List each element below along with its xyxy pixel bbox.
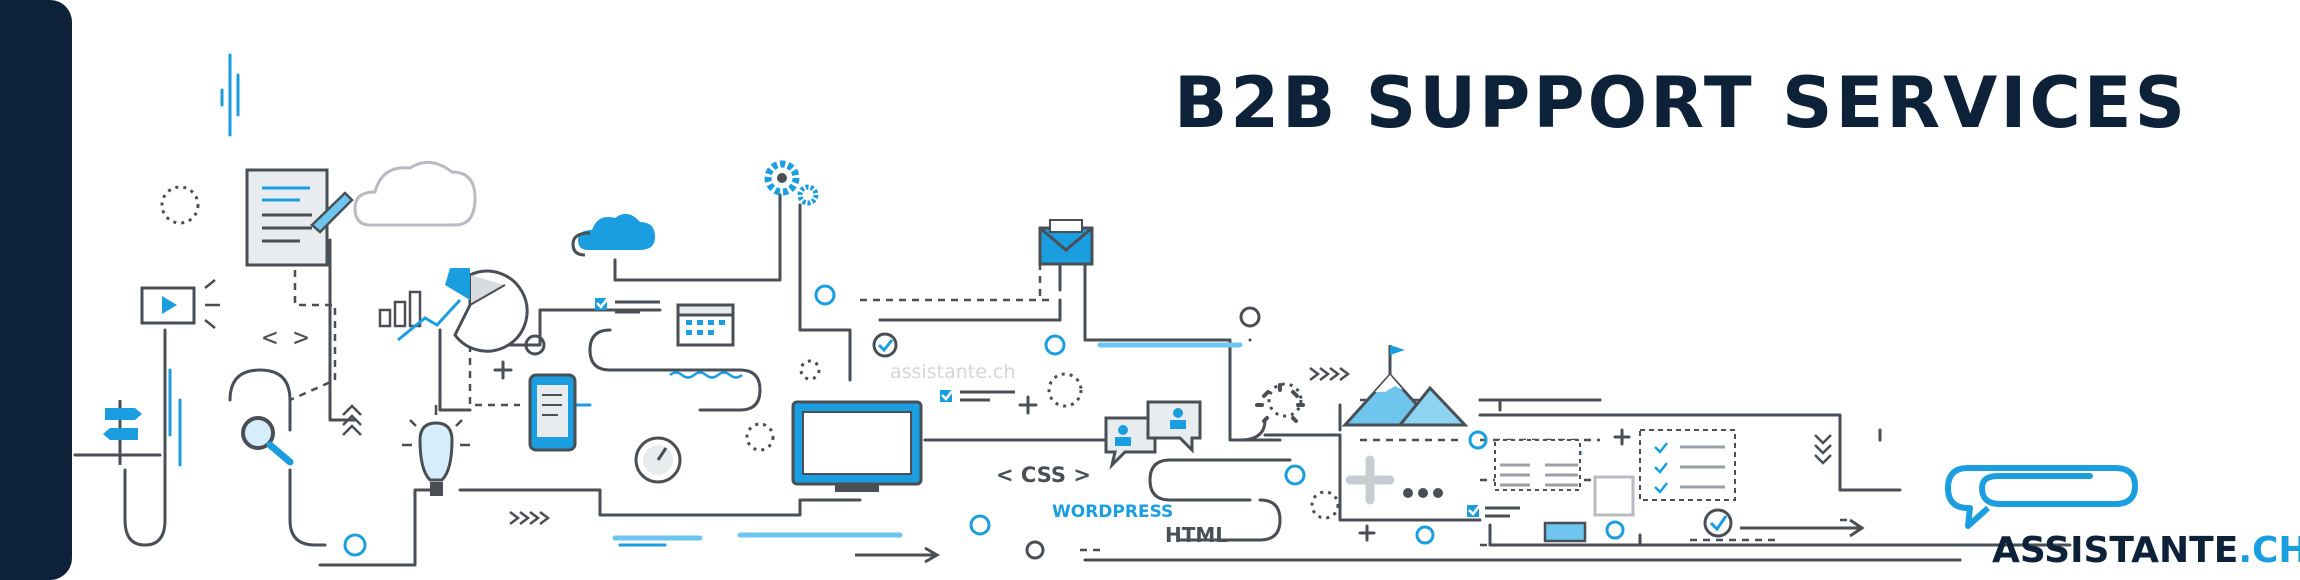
chevrons-down-icon — [1814, 434, 1832, 465]
calendar-icon — [676, 303, 735, 347]
logo-name-suffix: .CH — [2238, 530, 2300, 571]
video-player-icon — [140, 279, 220, 329]
css-tag-text: < CSS > — [996, 463, 1091, 487]
small-checkbox-icon — [1467, 504, 1520, 518]
assistante-logo-icon — [1945, 465, 2139, 529]
task-list-icon — [1639, 429, 1736, 501]
envelope-icon — [1038, 219, 1094, 266]
check-circle-icon — [872, 332, 898, 358]
html-label: HTML — [1165, 523, 1228, 547]
checklist-icon — [595, 297, 660, 314]
chevrons-up-icon — [342, 404, 362, 436]
signpost-icon — [103, 400, 142, 465]
mobile-phone-icon — [528, 373, 577, 452]
code-brackets-icon: < > — [262, 323, 309, 353]
bar-chart-icon — [378, 290, 462, 342]
cloud-upload-icon — [571, 213, 655, 257]
gauge-icon — [634, 436, 682, 484]
banner-title: B2B SUPPORT SERVICES — [1174, 62, 2188, 144]
light-bulb-icon — [402, 405, 470, 496]
check-arrow-icon — [1703, 508, 1865, 538]
content-panel-icon — [1494, 439, 1635, 517]
chat-people-icon — [1104, 400, 1202, 470]
watermark-text: assistante.ch — [890, 361, 1015, 383]
document-pen-icon — [245, 168, 354, 267]
task-line-icon — [940, 389, 1015, 402]
assistante-logo-text: ASSISTANTE.CH — [1992, 530, 2300, 571]
left-navy-bar — [0, 0, 72, 580]
gears-icon — [764, 160, 819, 206]
wave-line — [669, 371, 743, 379]
arrow-right-icon — [855, 546, 940, 564]
magnifier-icon — [241, 416, 294, 466]
monitor-icon — [791, 400, 923, 492]
cloud-icon — [353, 160, 477, 227]
chevrons-right-icon — [509, 367, 1351, 525]
mountains-flag-icon — [1341, 345, 1469, 427]
tag-shape — [1543, 521, 1587, 543]
loader-icon — [1255, 383, 1305, 423]
logo-name-main: ASSISTANTE — [1992, 530, 2239, 571]
wordpress-label: WORDPRESS — [1052, 502, 1173, 522]
pie-chart-icon — [445, 268, 529, 353]
